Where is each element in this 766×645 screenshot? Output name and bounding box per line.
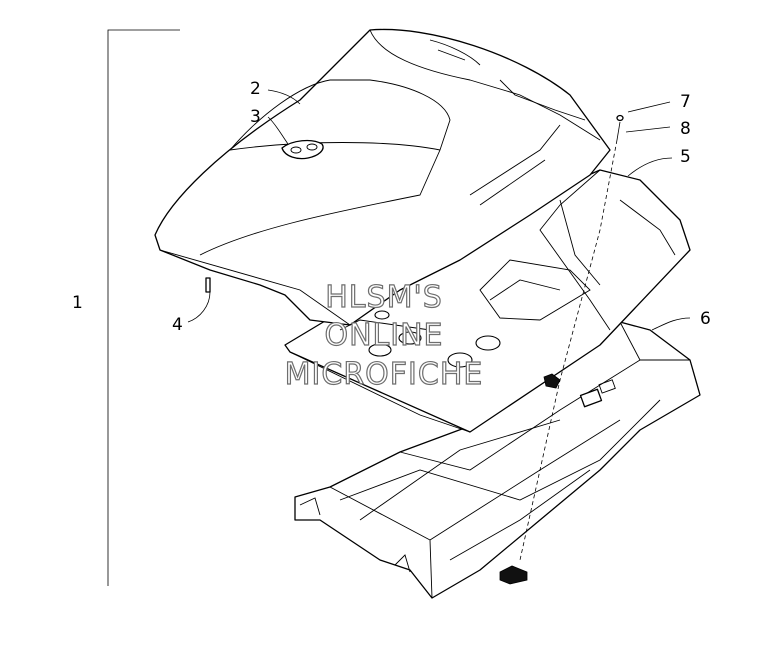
callout-5: 5 bbox=[680, 147, 691, 167]
part-2-seat-cover bbox=[154, 28, 611, 326]
part-5-seat-base bbox=[284, 169, 691, 433]
callout-labels: 1 2 3 4 5 6 7 8 bbox=[72, 79, 711, 335]
watermark-line-3: MICROFICHE bbox=[285, 357, 484, 392]
callout-8: 8 bbox=[680, 119, 691, 139]
callout-3: 3 bbox=[250, 107, 261, 127]
watermark: HLSM'S ONLINE MICROFICHE bbox=[284, 279, 484, 392]
callout-1: 1 bbox=[72, 293, 83, 313]
watermark-line-2: ONLINE bbox=[324, 318, 443, 353]
watermark-line-1: HLSM'S bbox=[325, 280, 443, 315]
part-3-emblem bbox=[281, 139, 324, 160]
callout-7: 7 bbox=[680, 92, 691, 112]
callout-6: 6 bbox=[700, 309, 711, 329]
callout-2: 2 bbox=[250, 79, 261, 99]
part-7-8-hardware bbox=[499, 114, 624, 585]
leader-lines bbox=[187, 89, 691, 331]
part-4-bumper bbox=[205, 277, 211, 293]
assembly-bracket bbox=[107, 29, 180, 586]
callout-4: 4 bbox=[172, 315, 183, 335]
